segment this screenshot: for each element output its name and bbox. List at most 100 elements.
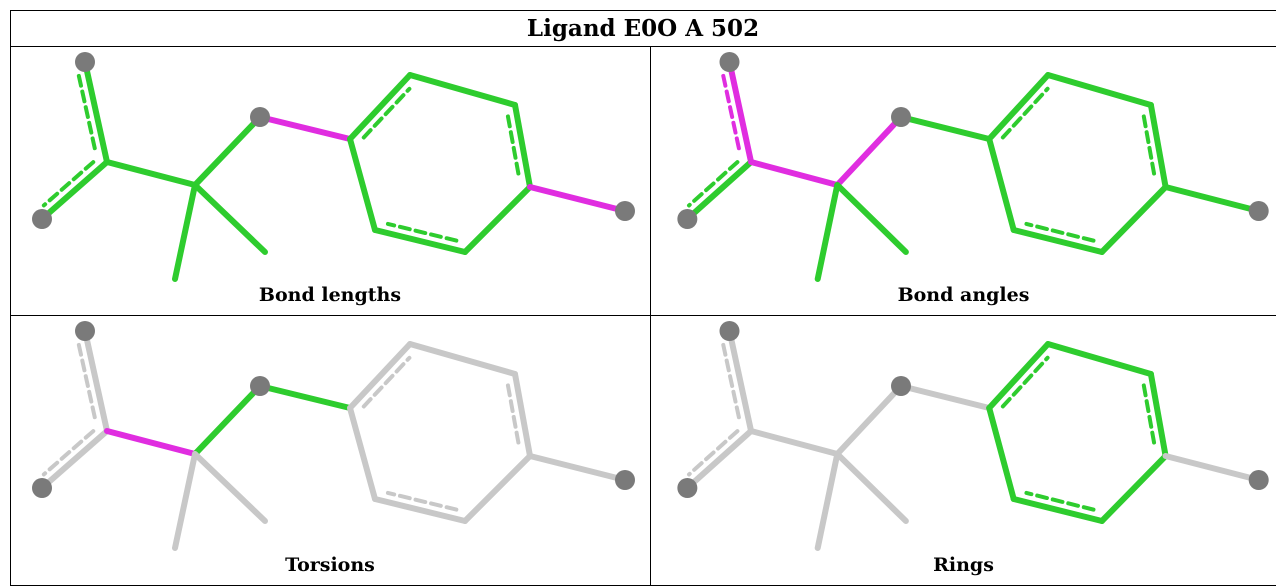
- bond-ring-br: [527, 184, 628, 214]
- bond-br1-cc: [82, 328, 110, 434]
- ligand-validation-table: Ligand E0O A 502 Bond lengths Bond angle…: [10, 10, 1276, 586]
- molecule-view: [677, 321, 1269, 551]
- bond-ring-4: [1098, 184, 1169, 255]
- bond-quatc-methyl-b: [834, 451, 909, 524]
- bond-ring-3-dash: [505, 114, 522, 181]
- bond-ring-3: [512, 102, 533, 190]
- bond-cc-br2-dash: [687, 160, 740, 208]
- molecule-view: [32, 52, 635, 282]
- bond-ring-3: [512, 371, 533, 459]
- atom-o: [891, 376, 911, 396]
- bond-ring-5-dash: [1024, 490, 1096, 512]
- bond-cc-br2: [684, 159, 755, 222]
- bond-cc-br2-dash: [41, 429, 96, 477]
- atom-br3: [1248, 201, 1269, 221]
- bond-cc-br2: [684, 428, 755, 491]
- bond-ring-br: [527, 453, 628, 483]
- bond-ring-2: [407, 72, 518, 108]
- atom-br2: [32, 478, 52, 498]
- bond-quatc-o: [192, 383, 263, 457]
- table-border-top: [10, 10, 1276, 11]
- bond-ring-1-dash: [1000, 86, 1050, 140]
- bond-ring-2: [1045, 72, 1154, 108]
- bond-br1-cc: [726, 59, 755, 165]
- panel-rings: Rings: [651, 316, 1276, 585]
- bond-ring-1: [986, 341, 1051, 411]
- atom-br1: [719, 52, 740, 72]
- bond-br1-cc-dash: [76, 342, 98, 423]
- bond-ring-4: [462, 184, 533, 255]
- bond-ring-5: [372, 227, 468, 255]
- bond-o-quatc: [257, 114, 353, 142]
- bond-cc-quatc: [748, 428, 841, 457]
- table-border-left: [10, 10, 11, 586]
- bond-br1-cc-dash: [76, 73, 98, 154]
- molecule-view: [32, 321, 635, 551]
- bond-ring-5-dash: [385, 490, 459, 512]
- bond-ring-5: [1010, 496, 1105, 524]
- column-divider: [650, 46, 651, 586]
- bond-ring-1-dash: [361, 86, 412, 140]
- bond-ring-5-dash: [385, 221, 459, 243]
- bond-ring-3: [1147, 102, 1169, 190]
- atom-br2: [32, 209, 52, 229]
- bond-ring-br: [1162, 453, 1262, 483]
- title-divider: [10, 46, 1276, 47]
- bond-ring-5: [372, 496, 468, 524]
- bond-ring-3-dash: [1141, 114, 1157, 181]
- atom-br3: [615, 470, 635, 490]
- bond-o-quatc: [898, 114, 993, 142]
- bond-ring-3-dash: [505, 383, 522, 450]
- bond-ring-6: [986, 136, 1017, 233]
- bond-cc-br2-dash: [687, 429, 740, 477]
- bond-ring-5-dash: [1024, 221, 1096, 243]
- bond-ring-1-dash: [1000, 355, 1050, 409]
- bond-ring-3: [1147, 371, 1169, 459]
- bond-ring-1: [347, 72, 413, 142]
- panel-bond-angles: Bond angles: [651, 47, 1276, 315]
- panel-bond-lengths: Bond lengths: [10, 47, 650, 315]
- bond-ring-2: [407, 341, 518, 377]
- bond-quatc-methyl-a: [172, 451, 198, 551]
- bond-cc-quatc: [748, 159, 841, 188]
- panel-caption: Torsions: [285, 554, 375, 576]
- panel-caption: Bond angles: [897, 284, 1030, 306]
- bond-ring-6: [986, 405, 1017, 502]
- bond-br1-cc: [82, 59, 110, 165]
- bond-quatc-o: [192, 114, 263, 188]
- bond-ring-4: [1098, 453, 1169, 524]
- bond-cc-br2: [39, 428, 110, 491]
- bond-quatc-methyl-a: [814, 182, 841, 282]
- row-divider: [10, 315, 1276, 316]
- bond-quatc-methyl-b: [192, 182, 268, 255]
- panel-torsions: Torsions: [10, 316, 650, 585]
- panel-caption: Bond lengths: [258, 284, 402, 306]
- bond-o-quatc: [898, 383, 993, 411]
- bond-br1-cc-dash: [721, 342, 742, 423]
- bond-ring-5: [1010, 227, 1105, 255]
- atom-o: [250, 376, 270, 396]
- bond-br1-cc: [726, 328, 755, 434]
- bond-ring-br: [1162, 184, 1262, 214]
- bond-ring-1: [347, 341, 413, 411]
- atom-br3: [1248, 470, 1269, 490]
- atom-o: [250, 107, 270, 127]
- atom-br1: [719, 321, 740, 341]
- molecule-view: [677, 52, 1269, 282]
- table-title: Ligand E0O A 502: [526, 15, 760, 42]
- atom-br2: [677, 209, 698, 229]
- bond-quatc-methyl-b: [834, 182, 909, 255]
- bond-ring-3-dash: [1141, 383, 1157, 450]
- atom-br1: [75, 52, 95, 72]
- bond-br1-cc-dash: [721, 73, 742, 154]
- bond-cc-br2-dash: [41, 160, 96, 208]
- atom-o: [891, 107, 911, 127]
- bond-quatc-methyl-b: [192, 451, 268, 524]
- bond-ring-4: [462, 453, 533, 524]
- atom-br3: [615, 201, 635, 221]
- bond-cc-quatc: [104, 428, 198, 457]
- atom-br1: [75, 321, 95, 341]
- bond-ring-6: [347, 405, 378, 502]
- panel-caption: Rings: [933, 554, 994, 576]
- bond-quatc-o: [834, 114, 904, 188]
